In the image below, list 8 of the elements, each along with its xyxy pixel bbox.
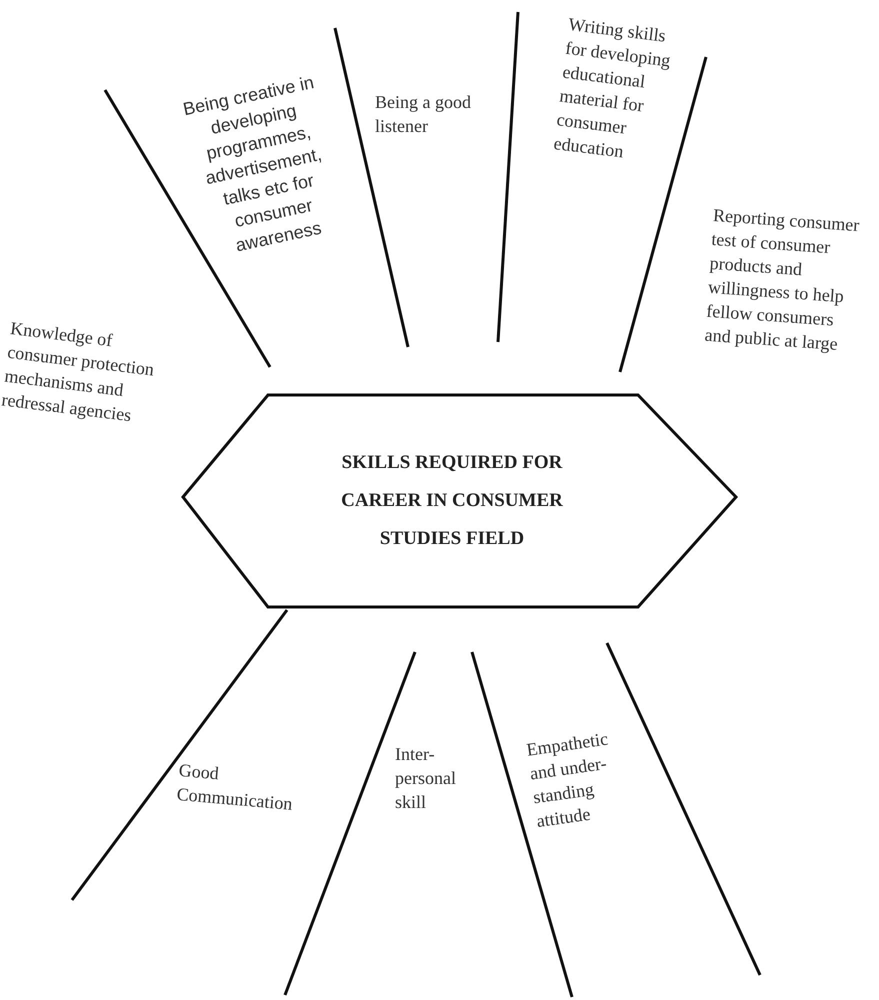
skill-text: Knowledge of consumer protection mechanisms and redressal agencies — [0, 316, 156, 428]
center-title: SKILLS REQUIRED FOR CAREER IN CONSUMER STUDIES FIELD — [340, 451, 564, 551]
skill-text: Writing skills for developing educational material for consumer education — [552, 12, 673, 164]
skill-text: Good Communication — [176, 759, 294, 816]
skill-text: Being a good listener — [375, 91, 472, 138]
skill-text: Inter-personal skill — [395, 743, 455, 814]
skill-text: Empathetic and under-standing attitude — [525, 728, 610, 834]
skill-text: Reporting consumer test of consumer products and willingness to help fellow consumers and public at large — [704, 204, 861, 356]
